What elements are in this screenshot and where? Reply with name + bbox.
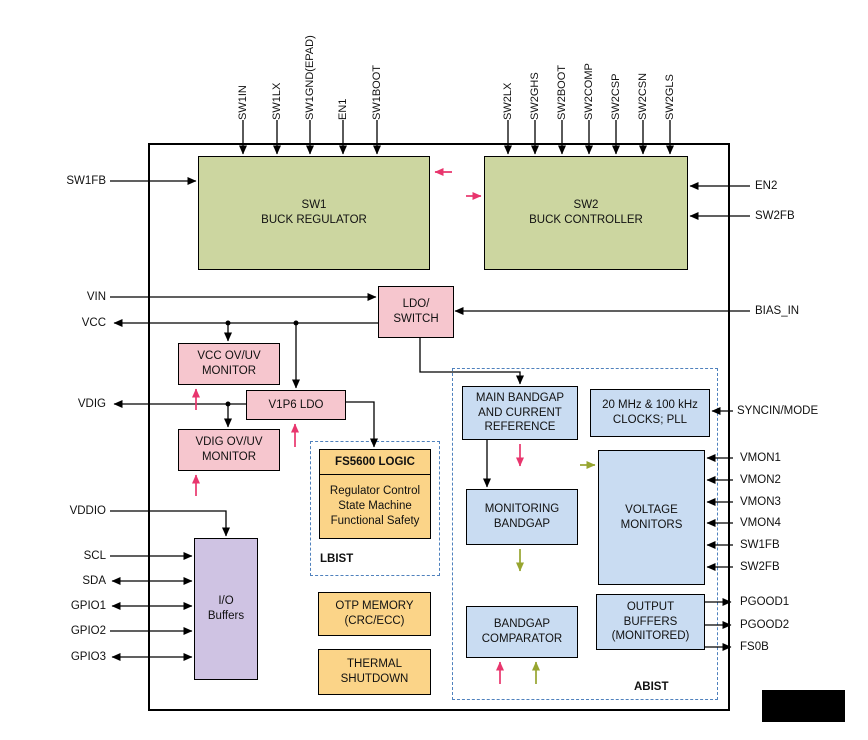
- pin-sw2comp: SW2COMP: [583, 63, 595, 120]
- pin-syncin-mode: SYNCIN/MODE: [737, 405, 819, 417]
- pin-en1: EN1: [337, 98, 349, 120]
- fs5600-logic-block: FS5600 LOGIC Regulator Control State Mac…: [319, 449, 431, 539]
- clocks-pll-block: 20 MHz & 100 kHz CLOCKS; PLL: [590, 389, 710, 437]
- pin-sw2boot: SW2BOOT: [556, 64, 568, 120]
- pin-sw1gnd-epad: SW1GND(EPAD): [304, 35, 316, 120]
- monitoring-bandgap-block: MONITORING BANDGAP: [466, 489, 578, 545]
- voltage-monitors-block: VOLTAGE MONITORS: [598, 450, 705, 585]
- pin-vmon2: VMON2: [740, 474, 781, 486]
- pin-pgood2: PGOOD2: [740, 619, 790, 631]
- pin-scl: SCL: [83, 550, 106, 562]
- fs5600-logic-body: Regulator Control State Machine Function…: [329, 485, 421, 527]
- main-bandgap-block: MAIN BANDGAP AND CURRENT REFERENCE: [462, 386, 578, 440]
- sw1-buck-regulator-block: SW1 BUCK REGULATOR: [198, 156, 430, 270]
- pin-fs0b: FS0B: [740, 641, 769, 653]
- lbist-label: LBIST: [320, 553, 354, 565]
- v1p6-ldo-block: V1P6 LDO: [246, 390, 346, 420]
- pin-bias-in: BIAS_IN: [755, 305, 800, 317]
- abist-label: ABIST: [634, 681, 669, 693]
- pin-sw2gls: SW2GLS: [664, 74, 676, 120]
- figure-id-box: [762, 690, 845, 722]
- pin-sw2ghs: SW2GHS: [529, 72, 541, 120]
- pin-sw1fb-left: SW1FB: [66, 175, 106, 187]
- pin-sw1boot: SW1BOOT: [371, 64, 383, 120]
- pin-sw2csp: SW2CSP: [610, 73, 622, 120]
- pin-vcc: VCC: [81, 317, 106, 329]
- pin-sw2fb-top: SW2FB: [755, 210, 795, 222]
- io-buffers-block: I/O Buffers: [194, 538, 258, 680]
- chip-package-border: [148, 143, 730, 711]
- vdig-ovuv-monitor-block: VDIG OV/UV MONITOR: [178, 429, 280, 471]
- output-buffers-block: OUTPUT BUFFERS (MONITORED): [596, 594, 705, 650]
- fs5600-logic-title: FS5600 LOGIC: [320, 450, 430, 475]
- pin-vddio: VDDIO: [69, 505, 106, 517]
- pin-vmon4: VMON4: [740, 517, 781, 529]
- pin-vmon3: VMON3: [740, 496, 781, 508]
- pin-sw2csn: SW2CSN: [637, 72, 649, 120]
- pin-gpio3: GPIO3: [70, 651, 106, 663]
- vcc-ovuv-monitor-block: VCC OV/UV MONITOR: [178, 343, 280, 385]
- pin-gpio1: GPIO1: [70, 600, 106, 612]
- pin-sw2fb-right: SW2FB: [740, 561, 780, 573]
- pin-sw1fb-right: SW1FB: [740, 539, 780, 551]
- pin-vmon1: VMON1: [740, 452, 781, 464]
- otp-memory-block: OTP MEMORY (CRC/ECC): [318, 592, 431, 636]
- sw2-buck-controller-block: SW2 BUCK CONTROLLER: [484, 156, 688, 270]
- pin-sw1lx: SW1LX: [271, 82, 283, 120]
- pin-gpio2: GPIO2: [70, 625, 106, 637]
- bandgap-comparator-block: BANDGAP COMPARATOR: [466, 606, 578, 658]
- pin-sw1in: SW1IN: [237, 85, 249, 120]
- pin-sw2lx: SW2LX: [502, 82, 514, 120]
- pin-en2: EN2: [755, 180, 778, 192]
- pin-sda: SDA: [82, 575, 106, 587]
- pin-vin: VIN: [86, 291, 106, 303]
- abist-group-box: [452, 368, 718, 700]
- pin-vdig: VDIG: [77, 398, 106, 410]
- pin-pgood1: PGOOD1: [740, 596, 790, 608]
- ldo-switch-block: LDO/ SWITCH: [378, 286, 454, 338]
- thermal-shutdown-block: THERMAL SHUTDOWN: [318, 649, 431, 695]
